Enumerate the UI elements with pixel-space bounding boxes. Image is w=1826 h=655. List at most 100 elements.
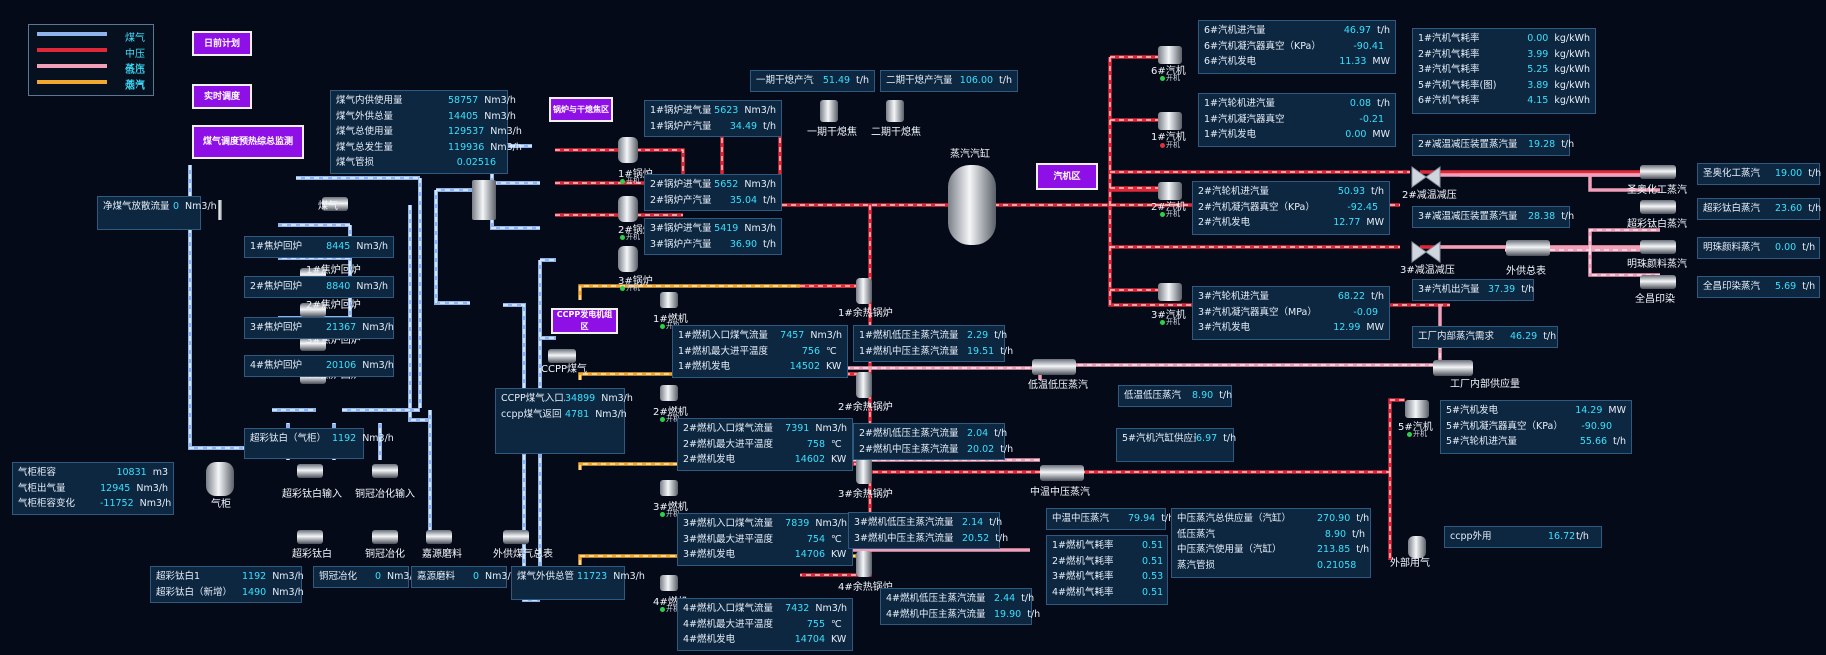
metric-unit: t/h [994,330,1008,341]
metric-label: 蒸汽管损 [1177,559,1216,571]
metric-label: 4#燃机气耗率 [1052,586,1114,598]
metric-value: 19.00 [1775,168,1803,179]
metric-label: 气柜柜容 [18,467,57,478]
metric-label: 4#燃机最大进平温度 [683,618,774,630]
metric-label: 4#燃机发电 [683,634,736,645]
metric-value: 35.04 [729,194,758,206]
metric-value: 23.60 [1775,203,1803,214]
panel-row: 一期干熄产汽量51.49t/h [756,73,869,89]
metric-label: 5#汽机气耗率(图) [1418,79,1497,91]
metric-unit: t/h [1808,168,1822,179]
metric-unit: Nm3/h [272,571,304,582]
metric-unit: kg/kWh [1554,33,1590,44]
metric-unit: Nm3/h [387,571,419,582]
metric-label: 4#燃机低压主蒸汽流量 [886,593,986,604]
run-st1: 开机 [1160,140,1180,150]
metric-unit: Nm3/h [815,518,847,529]
label-sti-input: 超彩钛白输入 [282,489,342,500]
metric-label: 6#汽机发电 [1204,56,1257,67]
metric-label: 工厂内部蒸汽需求 [1418,331,1495,342]
panel-row: 2#汽机凝汽器真空（KPa）-92.45 [1198,200,1384,216]
metric-label: 1#汽机凝汽器真空 [1204,113,1285,125]
metric-value: 28.38 [1528,211,1556,222]
metric-value: 7839 [785,518,810,529]
metric-value: 3.99 [1527,48,1549,60]
metric-value: 7391 [785,423,810,434]
metric-value: 5419 [714,223,739,234]
ccpp-area-button[interactable]: CCPP发电机组区 [551,308,618,334]
metric-label: 1#燃机最大进平温度 [678,345,769,357]
metric-value: 46.97 [1343,25,1372,36]
metric-label: 3#锅炉进气量 [650,223,712,234]
metric-unit: Nm3/h [744,223,776,234]
boiler-coke-area-button[interactable]: 锅炉与干熄焦区 [549,97,613,122]
label-external-gas: 外供煤气总表 [493,549,553,560]
metric-value: 19.90 [994,608,1022,620]
metric-value: 8445 [326,241,351,252]
metric-value: 51.49 [822,75,851,86]
legend-lp-steam: 低压蒸汽 [37,61,152,91]
metric-label: 1#燃机发电 [678,361,731,372]
realtime-dispatch-button[interactable]: 实时调度 [192,84,252,109]
metric-label: 3#燃机气耗率 [1052,571,1114,582]
metric-unit: t/h [1161,513,1175,524]
metric-unit: t/h [1356,513,1370,524]
metric-value: 21367 [326,322,357,333]
daily-plan-button[interactable]: 日前计划 [192,31,252,56]
metric-value: 4781 [565,408,590,420]
metric-unit: Nm3/h [744,105,776,116]
metric-value: 129537 [448,126,485,137]
label-cu: 铜冠冶化 [365,549,405,560]
metric-unit: MW [1366,217,1384,228]
metric-unit: t/h [1613,436,1626,447]
metric-label: 煤气总使用量 [336,126,394,137]
metric-unit: MW [1608,405,1626,416]
metric-value: 4.15 [1527,95,1549,106]
gas-dispatch-monitor-button[interactable]: 煤气调度预热综总监测 [192,125,304,159]
metric-label: 2#燃机中压主蒸汽流量 [859,443,959,455]
metric-value: 7457 [780,330,805,341]
panel-row: 3#汽机凝汽器真空（MPa）-0.09 [1198,305,1384,321]
panel-row: 5#汽机凝汽器真空（KPa）-90.90 [1446,419,1626,435]
metric-label: 2#汽机发电 [1198,217,1251,228]
label-boiler2: 2#锅炉 [618,225,653,236]
metric-unit: t/h [763,120,776,132]
label-st5: 5#汽机 [1398,422,1433,433]
metric-label: 净煤气放散流量 [103,201,170,212]
turbine-area-button[interactable]: 汽机区 [1036,163,1098,190]
label-coke2: 2#焦炉回炉 [306,300,361,311]
metric-value: 19.28 [1528,139,1556,150]
metric-label: 3#燃机中压主蒸汽流量 [854,532,954,544]
metric-value: 14502 [789,361,820,372]
metric-label: 超彩钛白蒸汽 [1703,203,1761,214]
metric-unit: t/h [1808,203,1822,214]
metric-unit: t/h [1561,139,1575,150]
metric-value: 1192 [332,433,357,444]
label-ext-gas-use: 外部用气 [1390,558,1430,569]
metric-unit: t/h [1377,25,1390,36]
